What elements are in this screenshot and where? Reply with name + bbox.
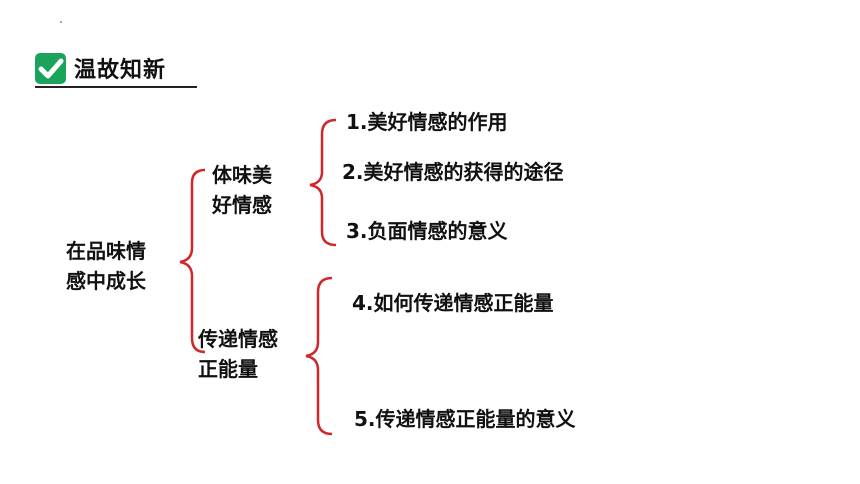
leaf-item-2: 2.美好情感的获得的途径 [342, 160, 564, 184]
leaf-item-3: 3.负面情感的意义 [346, 219, 508, 243]
leaf-item-1: 1.美好情感的作用 [346, 110, 508, 134]
branch-2-line-1: 传递情感 [198, 327, 278, 351]
heading-underline [35, 86, 197, 88]
root-node: 在品味情 感中成长 [66, 236, 146, 296]
branch-1-brace [309, 118, 337, 247]
leaf-item-5: 5.传递情感正能量的意义 [354, 407, 576, 431]
section-heading: 温故知新 [35, 50, 166, 86]
branch-1-line-2: 好情感 [212, 193, 272, 217]
root-line-1: 在品味情 [66, 239, 146, 263]
check-icon [35, 52, 66, 84]
branch-2-line-2: 正能量 [198, 357, 258, 381]
branch-2-brace [305, 276, 333, 436]
decorative-dot [60, 21, 62, 23]
heading-title: 温故知新 [74, 58, 167, 83]
leaf-item-4: 4.如何传递情感正能量 [352, 291, 554, 315]
branch-1-line-1: 体味美 [212, 163, 272, 187]
branch-node-1: 体味美 好情感 [212, 160, 272, 220]
branch-node-2: 传递情感 正能量 [198, 324, 278, 384]
root-brace [179, 168, 206, 354]
root-line-2: 感中成长 [66, 269, 146, 293]
